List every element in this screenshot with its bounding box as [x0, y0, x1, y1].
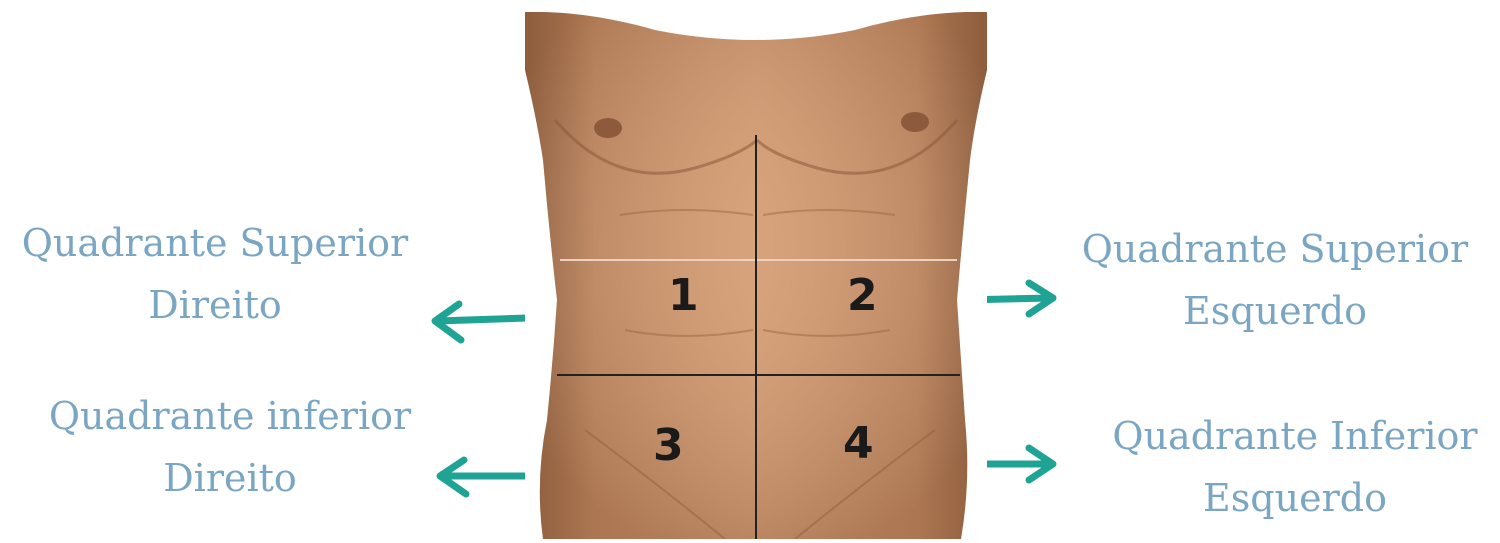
label-line-1: Quadrante Superior [1050, 218, 1500, 280]
label-line-1: Quadrante Inferior [1095, 405, 1495, 467]
quadrant-number-1: 1 [668, 270, 699, 321]
torso-svg: 1 2 3 4 [525, 0, 987, 539]
label-quadrante-superior-direito: Quadrante Superior Direito [0, 212, 430, 336]
label-line-1: Quadrante Superior [0, 212, 430, 274]
label-line-2: Esquerdo [1050, 280, 1500, 342]
label-line-1: Quadrante inferior [20, 385, 440, 447]
nipple [901, 112, 929, 132]
arrow-left-icon [428, 452, 538, 502]
quadrant-number-4: 4 [843, 418, 874, 469]
label-quadrante-inferior-esquerdo: Quadrante Inferior Esquerdo [1095, 405, 1495, 529]
quadrant-number-2: 2 [847, 270, 878, 321]
label-line-2: Direito [20, 447, 440, 509]
nipple [594, 118, 622, 138]
arrow-left-icon [425, 298, 535, 348]
label-quadrante-inferior-direito: Quadrante inferior Direito [20, 385, 440, 509]
label-line-2: Direito [0, 274, 430, 336]
quadrant-number-3: 3 [653, 420, 684, 471]
torso-illustration: 1 2 3 4 [525, 0, 987, 539]
label-quadrante-superior-esquerdo: Quadrante Superior Esquerdo [1050, 218, 1500, 342]
label-line-2: Esquerdo [1095, 467, 1495, 529]
